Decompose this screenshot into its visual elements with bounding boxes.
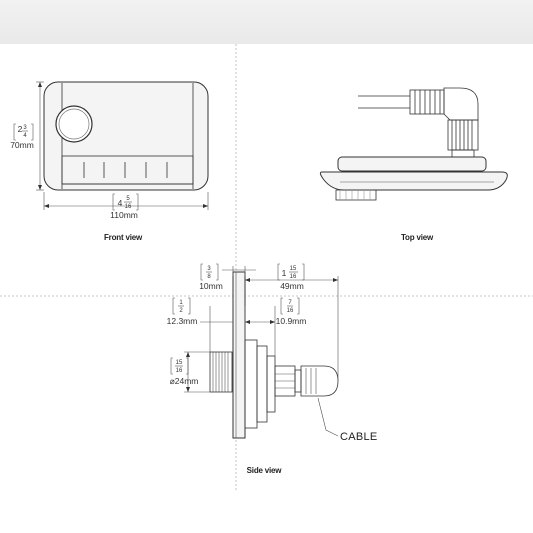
dim-10-9mm: 10.9mm bbox=[276, 316, 307, 326]
connector-nut bbox=[447, 119, 479, 151]
front-bezel bbox=[319, 171, 508, 191]
side-cable-plug bbox=[300, 365, 339, 397]
width-mm: 110mm bbox=[110, 210, 138, 220]
svg-text:3: 3 bbox=[207, 266, 211, 272]
svg-text:3: 3 bbox=[23, 125, 27, 131]
svg-text:15: 15 bbox=[290, 266, 297, 272]
dim-12-3mm: 12.3mm bbox=[167, 316, 198, 326]
rear-body bbox=[244, 339, 258, 429]
angle-connector bbox=[443, 87, 479, 121]
svg-text:1: 1 bbox=[179, 300, 183, 306]
svg-text:8: 8 bbox=[207, 274, 211, 280]
svg-text:16: 16 bbox=[287, 308, 294, 314]
front-view-caption: Front view bbox=[104, 233, 143, 242]
svg-text:16: 16 bbox=[176, 368, 183, 374]
svg-text:15: 15 bbox=[176, 360, 183, 366]
cable-label: CABLE bbox=[340, 431, 378, 443]
svg-text:7: 7 bbox=[288, 300, 292, 306]
side-panel bbox=[232, 271, 246, 439]
svg-text:16: 16 bbox=[290, 274, 297, 280]
side-view-caption: Side view bbox=[247, 466, 283, 475]
svg-text:2: 2 bbox=[179, 308, 183, 314]
cable-leader bbox=[317, 397, 339, 437]
svg-text:5: 5 bbox=[126, 196, 130, 202]
top-view: Top view bbox=[319, 87, 508, 242]
height-inch: 2 bbox=[18, 124, 23, 134]
mounting-plate bbox=[337, 156, 487, 172]
dim-24mm: ⌀24mm bbox=[170, 376, 199, 386]
svg-text:1: 1 bbox=[282, 268, 287, 278]
side-view: CABLE 3 8 10mm 1 15 16 49mm 1 bbox=[167, 263, 378, 475]
volume-knob bbox=[55, 105, 93, 143]
svg-text:16: 16 bbox=[125, 204, 132, 210]
top-view-caption: Top view bbox=[401, 233, 434, 242]
dim-49mm: 49mm bbox=[280, 281, 304, 291]
header-band bbox=[0, 0, 533, 44]
dim-10mm: 10mm bbox=[199, 281, 223, 291]
svg-text:4: 4 bbox=[23, 133, 27, 139]
side-knob bbox=[209, 351, 233, 393]
knob-top bbox=[335, 189, 377, 201]
svg-text:4: 4 bbox=[118, 198, 123, 208]
front-view: 2 3 4 70mm 4 5 16 110mm Front view bbox=[10, 81, 209, 242]
height-mm: 70mm bbox=[10, 140, 34, 150]
